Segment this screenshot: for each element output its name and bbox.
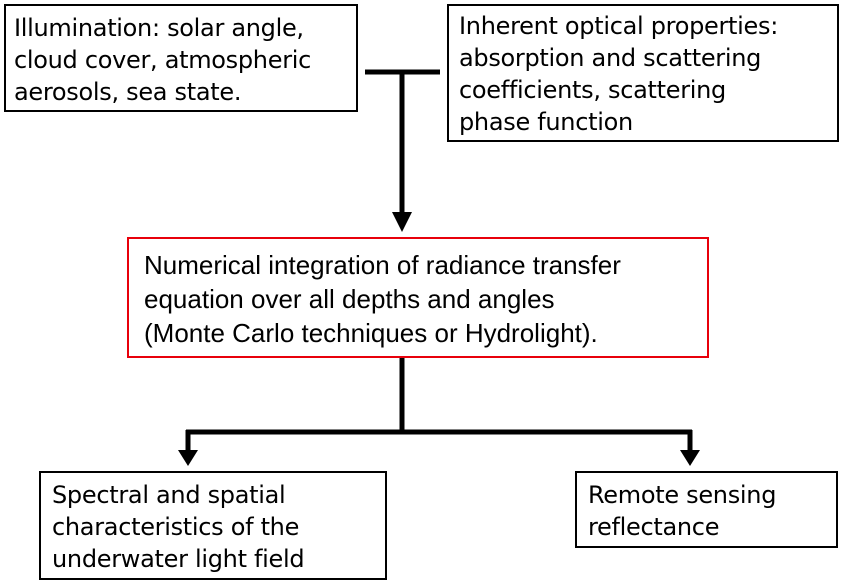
- reflectance-box: Remote sensing reflectance: [575, 471, 838, 548]
- right-branch-arrow-head: [680, 450, 700, 466]
- left-branch-arrow-head: [178, 450, 198, 466]
- illumination-box: Illumination: solar angle, cloud cover, …: [4, 4, 358, 112]
- light-field-box: Spectral and spatial characteristics of …: [39, 471, 387, 580]
- input-arrow-head: [392, 212, 412, 232]
- numerical-integration-box: Numerical integration of radiance transf…: [127, 237, 709, 358]
- optical-properties-box: Inherent optical properties: absorption …: [447, 4, 839, 142]
